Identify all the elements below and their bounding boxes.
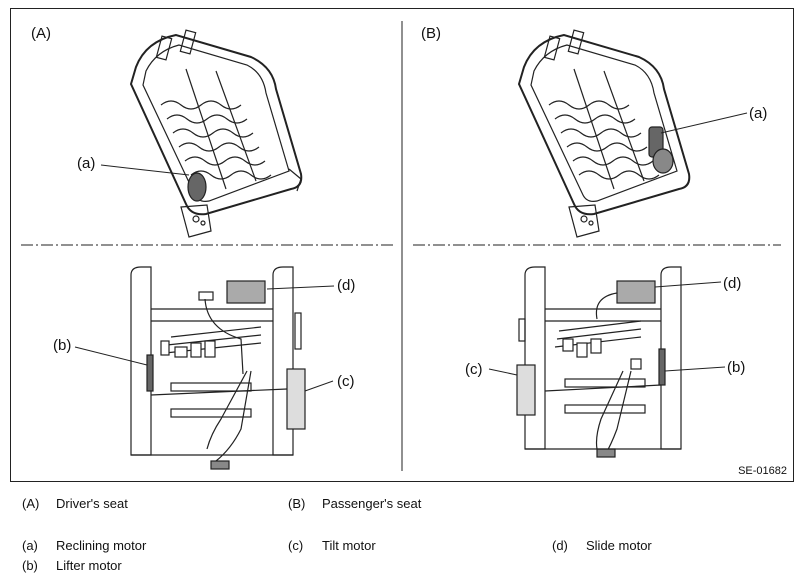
- leader-lines: [74, 112, 748, 392]
- legend-key: (B): [288, 496, 306, 511]
- figure-code: SE-01682: [738, 465, 787, 477]
- legend-text: Slide motor: [586, 538, 652, 553]
- legend-text: Lifter motor: [56, 558, 122, 573]
- legend-item-driver-seat: (A) Driver's seat: [22, 496, 128, 511]
- seatback-frame-driver: [129, 29, 303, 238]
- callout-slide-motor-b: (d): [723, 275, 742, 292]
- legend-key: (a): [22, 538, 38, 553]
- legend-key: (b): [22, 558, 38, 573]
- diagram-frame: (A) (B) (a) (b) (d) (c) (a) (d) (c) (b) …: [10, 8, 794, 482]
- reclining-motor-driver: [187, 172, 207, 202]
- cushion-frame-driver: [130, 266, 306, 470]
- cushion-frame-passenger: [516, 266, 682, 458]
- tilt-motor-driver: [286, 368, 306, 430]
- lifter-motor-driver: [146, 354, 154, 392]
- legend-item-slide-motor: (d) Slide motor: [552, 538, 652, 553]
- legend-item-passenger-seat: (B) Passenger's seat: [288, 496, 421, 511]
- slide-motor-passenger: [616, 280, 656, 304]
- callout-reclining-motor-b: (a): [749, 105, 768, 122]
- legend-text: Tilt motor: [322, 538, 376, 553]
- legend-key: (d): [552, 538, 568, 553]
- callout-tilt-motor-a: (c): [337, 373, 355, 390]
- lifter-motor-passenger: [658, 348, 666, 386]
- legend-text: Passenger's seat: [322, 496, 422, 511]
- legend-key: (A): [22, 496, 40, 511]
- legend-item-tilt-motor: (c) Tilt motor: [288, 538, 376, 553]
- seatback-frame-passenger: [517, 29, 691, 238]
- callout-lifter-motor-b: (b): [727, 359, 746, 376]
- legend-text: Driver's seat: [56, 496, 128, 511]
- legend-item-lifter-motor: (b) Lifter motor: [22, 558, 122, 573]
- legend-text: Reclining motor: [56, 538, 147, 553]
- diagram-drawing: [21, 21, 781, 471]
- callout-lifter-motor-a: (b): [53, 337, 72, 354]
- slide-motor-driver: [226, 280, 266, 304]
- callout-slide-motor-a: (d): [337, 277, 356, 294]
- callout-reclining-motor-a: (a): [77, 155, 96, 172]
- panel-label-b: (B): [421, 25, 441, 42]
- legend-key: (c): [288, 538, 304, 553]
- legend-item-reclining-motor: (a) Reclining motor: [22, 538, 146, 553]
- panel-label-a: (A): [31, 25, 51, 42]
- tilt-motor-passenger: [516, 364, 536, 416]
- callout-tilt-motor-b: (c): [465, 361, 483, 378]
